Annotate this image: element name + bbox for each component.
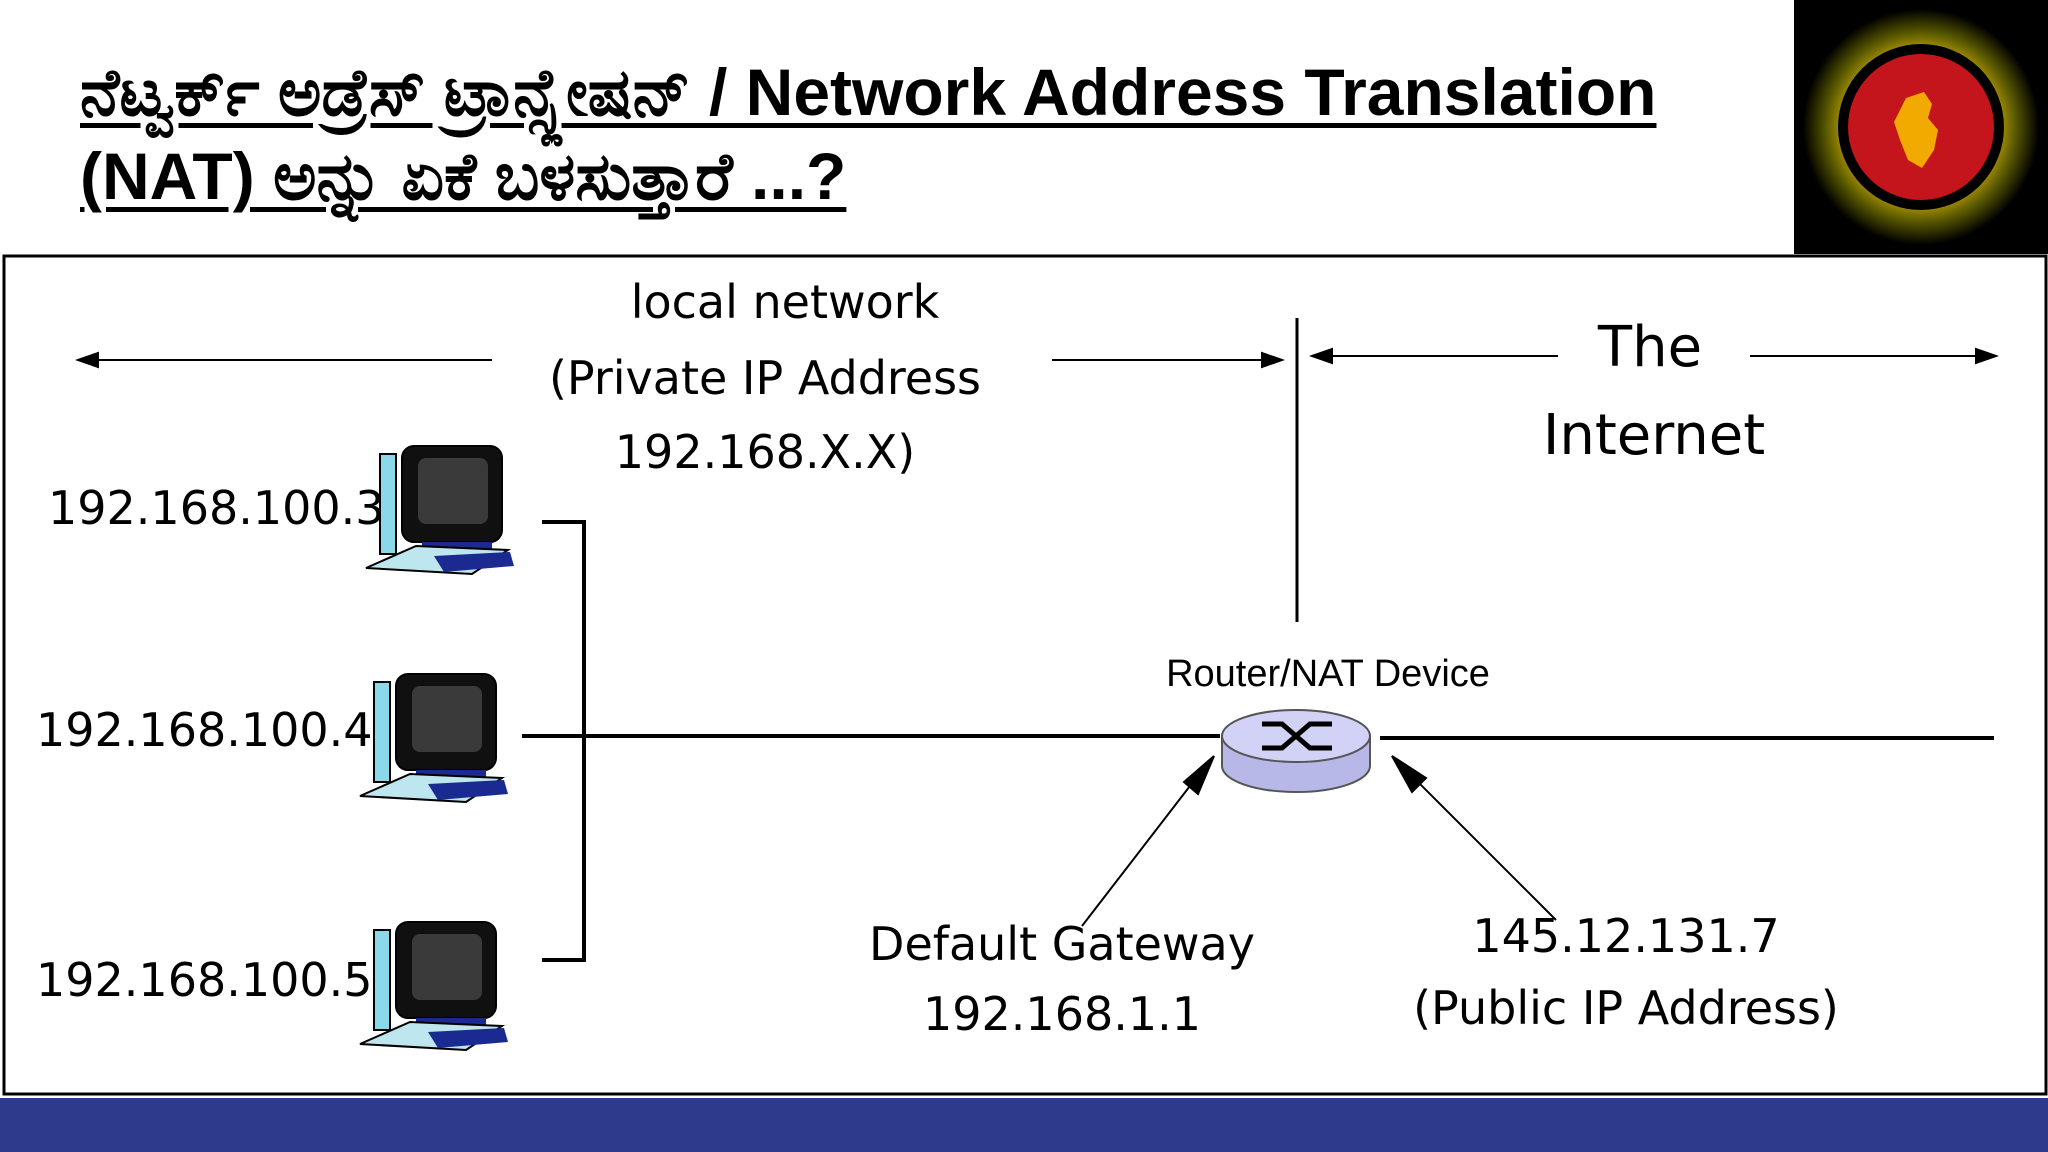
public-ip-label: (Public IP Address) [1413,981,1839,1035]
internet-label-the: The [1597,315,1702,380]
local-network-span-arrow [74,351,1286,369]
karnataka-logo [1794,0,2048,254]
host-ip-label: 192.168.100.3 [48,481,385,535]
internet-label: Internet [1543,403,1765,468]
default-gateway-ip: 192.168.1.1 [923,987,1201,1041]
private-ip-range: 192.168.X.X) [615,425,915,479]
computer-icon [365,445,514,576]
computer-icon [359,673,508,804]
page-title: ನೆಟ್ವರ್ಕ್ ಅಡ್ರೆಸ್ ಟ್ರಾನ್ಸ್ಲೇಷನ್ / Networ… [80,55,1657,213]
gateway-pointer-arrow [1081,755,1215,927]
host-ip-label: 192.168.100.5 [36,953,373,1007]
private-ip-label: (Private IP Address [549,351,981,405]
router-icon [1221,709,1371,793]
footer-bar [0,1098,2048,1152]
host-ip-label: 192.168.100.4 [36,703,373,757]
public-ip-pointer-arrow [1391,755,1557,921]
lan-connection [522,520,1220,962]
local-network-label: local network [631,275,940,329]
diagram-frame [2,254,2048,1096]
router-label: Router/NAT Device [1166,653,1490,695]
public-ip-value: 145.12.131.7 [1472,909,1779,963]
karnataka-map-icon [1894,92,1938,168]
default-gateway-label: Default Gateway [869,917,1255,971]
internet-span-arrow [1308,347,2000,365]
nat-diagram: local network (Private IP Address 192.16… [2,254,2048,1096]
computer-icon [359,921,508,1052]
